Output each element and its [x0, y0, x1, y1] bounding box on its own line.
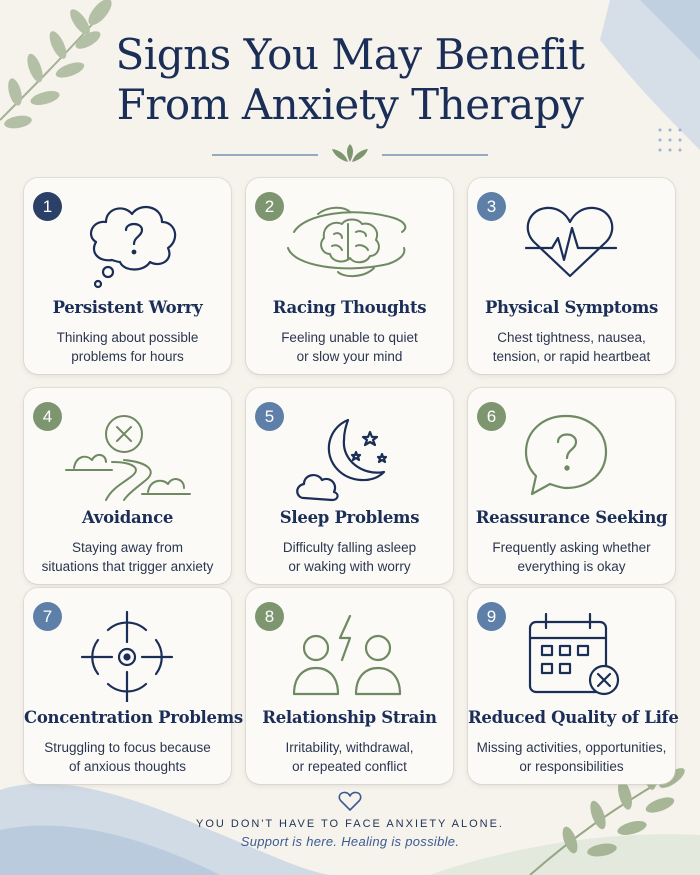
sign-card-3: 3 Physical Symptoms Chest tightness, nau…	[468, 178, 675, 374]
card-number-badge: 9	[477, 602, 506, 631]
speech-bubble-question-icon	[524, 414, 608, 496]
card-description: Staying away from situations that trigge…	[32, 538, 223, 576]
two-people-lightning-icon	[292, 614, 402, 696]
card-description-line-1: Feeling unable to quiet	[281, 330, 418, 345]
title-divider	[212, 144, 488, 162]
title-line-2: From Anxiety Therapy	[116, 80, 584, 129]
card-description: Struggling to focus because of anxious t…	[32, 738, 223, 776]
card-description: Feeling unable to quiet or slow your min…	[254, 328, 445, 366]
card-description-line-2: or waking with worry	[288, 559, 411, 574]
sprout-icon	[332, 144, 368, 162]
card-description-line-2: tension, or rapid heartbeat	[492, 349, 651, 364]
thought-bubble-question-icon	[89, 205, 177, 289]
page-title: Signs You May Benefit From Anxiety Thera…	[0, 30, 700, 130]
card-description-line-1: Chest tightness, nausea,	[497, 330, 646, 345]
target-crosshair-icon	[80, 610, 174, 702]
card-description-line-1: Staying away from	[71, 540, 184, 555]
card-title: Reduced Quality of Life	[468, 708, 679, 727]
card-title: Concentration Problems	[24, 708, 243, 727]
swirling-brain-icon	[287, 206, 407, 278]
card-description: Thinking about possible problems for hou…	[32, 328, 223, 366]
card-description-line-2: or slow your mind	[296, 349, 403, 364]
card-number-badge: 6	[477, 402, 506, 431]
sign-card-9: 9 Reduced Quality of Life Missing activi…	[468, 588, 679, 784]
card-description-line-2: or repeated conflict	[292, 759, 407, 774]
card-number-badge: 8	[255, 602, 284, 631]
heart-icon	[338, 791, 362, 811]
card-description: Chest tightness, nausea, tension, or rap…	[476, 328, 667, 366]
card-title: Persistent Worry	[52, 298, 203, 317]
card-number-badge: 1	[33, 192, 62, 221]
card-number-badge: 2	[255, 192, 284, 221]
sign-card-1: 1 Persistent Worry Thinking about possib…	[24, 178, 231, 374]
card-title: Relationship Strain	[262, 708, 437, 727]
card-description-line-2: problems for hours	[71, 349, 184, 364]
card-description-line-1: Irritability, withdrawal,	[285, 740, 414, 755]
sign-card-8: 8 Relationship Strain Irritability, with…	[246, 588, 453, 784]
card-description-line-1: Missing activities, opportunities,	[476, 740, 667, 755]
sign-card-5: 5 Sleep Problems Difficulty falling asle…	[246, 388, 453, 584]
card-number-badge: 5	[255, 402, 284, 431]
card-description: Missing activities, opportunities, or re…	[476, 738, 667, 776]
card-title: Avoidance	[81, 508, 174, 527]
path-with-x-icon	[65, 415, 191, 501]
card-description-line-1: Thinking about possible	[56, 330, 199, 345]
card-number-badge: 3	[477, 192, 506, 221]
card-title: Sleep Problems	[279, 508, 420, 527]
card-title: Reassurance Seeking	[475, 508, 668, 527]
footer-tagline: Support is here. Healing is possible.	[240, 834, 460, 849]
card-title: Physical Symptoms	[484, 298, 659, 317]
footer-message: YOU DON'T HAVE TO FACE ANXIETY ALONE.	[196, 818, 504, 830]
sign-card-7: 7 Concentration Problems Struggling to f…	[24, 588, 243, 784]
sign-card-6: 6 Reassurance Seeking Frequently asking …	[468, 388, 675, 584]
card-title: Racing Thoughts	[272, 298, 427, 317]
calendar-x-icon	[528, 612, 620, 696]
sign-card-4: 4 Avoidance Staying away from situations…	[24, 388, 231, 584]
moon-and-stars-icon	[296, 418, 388, 502]
card-description-line-2: of anxious thoughts	[68, 759, 187, 774]
card-description-line-1: Frequently asking whether	[492, 540, 651, 555]
sign-card-2: 2 Racing Thoughts Feeling unable to quie…	[246, 178, 453, 374]
card-description-line-1: Struggling to focus because	[44, 740, 211, 755]
card-description: Irritability, withdrawal, or repeated co…	[254, 738, 445, 776]
card-description-line-2: or responsibilities	[519, 759, 624, 774]
card-description-line-2: everything is okay	[517, 559, 626, 574]
card-number-badge: 4	[33, 402, 62, 431]
card-description: Frequently asking whether everything is …	[476, 538, 667, 576]
card-description: Difficulty falling asleep or waking with…	[254, 538, 445, 576]
card-description-line-1: Difficulty falling asleep	[282, 540, 417, 555]
card-description-line-2: situations that trigger anxiety	[41, 559, 214, 574]
card-number-badge: 7	[33, 602, 62, 631]
title-line-1: Signs You May Benefit	[115, 30, 585, 79]
heartbeat-icon	[524, 206, 618, 278]
